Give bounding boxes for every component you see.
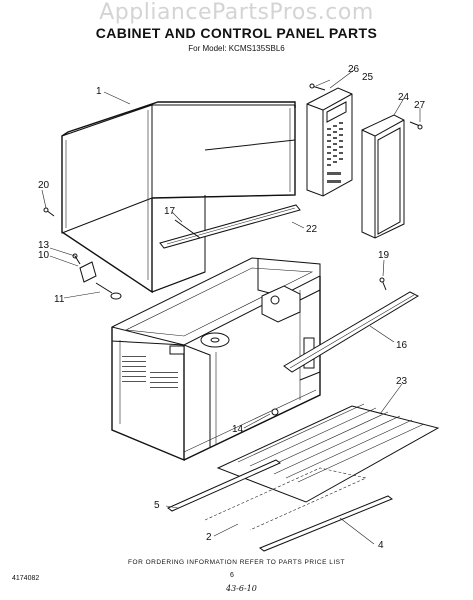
page-number: 6 [230, 572, 234, 579]
callout-4: 4 [378, 540, 384, 551]
cabinet-wrapper-part-1 [60, 101, 296, 294]
strip-part-5 [167, 459, 281, 512]
watermark: AppliancePartsPros.com [99, 0, 374, 25]
screw-part-19 [43, 207, 55, 217]
bottom-plate-part-22 [216, 403, 440, 503]
screw-part-26 [309, 83, 326, 91]
callout-16: 19 [378, 250, 390, 261]
screw-part-16 [379, 277, 387, 291]
handwritten-note: 43-6-10 [226, 584, 257, 593]
callout-2: 2 [206, 532, 212, 543]
trim-frame-part-24 [361, 114, 405, 239]
rail-part-14 [283, 291, 420, 373]
callout-14: 16 [396, 340, 408, 351]
callout-20: 22 [306, 224, 318, 235]
control-panel-part-25 [306, 87, 353, 197]
callout-13: 13 [38, 240, 50, 251]
callout-labels: 1 26 25 24 27 20 17 22 13 10 11 19 16 23… [38, 64, 426, 551]
document-code: 4174082 [12, 575, 40, 582]
callout-24: 24 [398, 92, 410, 103]
clip-part-23 [271, 408, 279, 416]
callout-22: 23 [396, 376, 408, 387]
callout-11: 11 [54, 294, 65, 305]
callout-5: 5 [154, 500, 160, 511]
leader-lines [41, 69, 421, 545]
ordering-footer: FOR ORDERING INFORMATION REFER TO PARTS … [128, 559, 345, 566]
callout-17: 17 [164, 206, 176, 217]
base-chassis [111, 257, 321, 462]
strip-part-4 [258, 495, 394, 552]
callout-10: 10 [38, 250, 50, 261]
callout-26: 26 [348, 64, 360, 75]
callout-23: 14 [232, 424, 244, 435]
screw-part-27 [409, 121, 423, 130]
sheet-part-2 [204, 467, 367, 531]
callout-1: 1 [96, 86, 102, 97]
model-subtitle: For Model: KCMS135SBL6 [188, 44, 285, 53]
latch-parts-10-11-13 [72, 253, 122, 300]
callout-19: 20 [38, 180, 50, 191]
rail-part-17-20 [159, 204, 301, 249]
diagram-title: CABINET AND CONTROL PANEL PARTS [95, 25, 378, 41]
callout-25: 25 [362, 72, 374, 83]
callout-27: 27 [414, 100, 426, 111]
